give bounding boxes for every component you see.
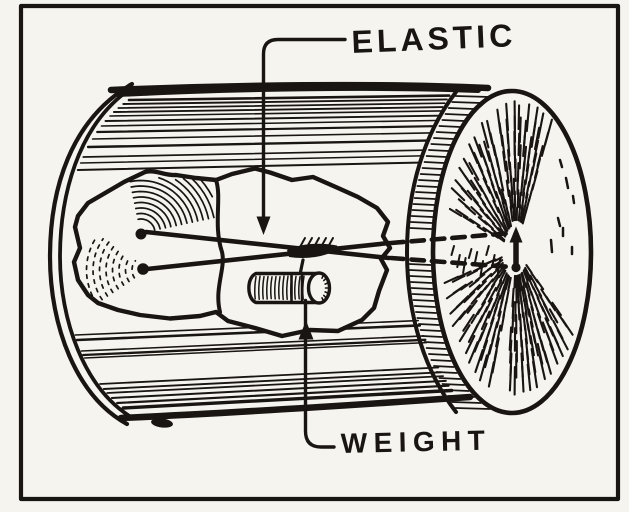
rim-seam-lip-bottom: [151, 418, 173, 428]
can-left-rim-inner: [58, 90, 133, 419]
lid-pin-top-knob: [509, 226, 523, 243]
weight-texture: [254, 273, 331, 303]
can-body-outline: [47, 81, 492, 427]
weight-leader-line: [303, 298, 336, 449]
weight-cord: [298, 258, 305, 274]
elastic-label: ELASTIC: [351, 17, 517, 60]
can-bottom-edge: [117, 393, 474, 422]
lid-rim-band-edge: [405, 90, 458, 414]
elastic-leader-line: [261, 37, 347, 225]
lid-speck-shading: [549, 158, 576, 256]
elastic-leader-arrowhead-icon: [256, 216, 271, 235]
cutaway-interior-shading: [85, 176, 215, 305]
elastic-bands: [143, 229, 515, 272]
weight-label: WEIGHT: [340, 425, 491, 459]
can-left-rim-outer: [47, 81, 135, 427]
lid-radial-shading: [443, 100, 574, 396]
can-top-edge-shade: [115, 84, 481, 97]
figure-border-frame: [18, 3, 621, 502]
elastic-knot-texture: [299, 237, 334, 248]
can-body-bottom-shading: [99, 366, 454, 410]
elastic-anchor-dot-lower: [137, 263, 149, 275]
weight-leader-arrowhead-icon: [298, 320, 314, 340]
can-body-top-shading: [76, 94, 451, 171]
rim-seam-lip-top: [138, 86, 158, 96]
elastic-band-upper: [143, 229, 392, 261]
elastic-band-lower: [144, 240, 392, 272]
can-end-lid: [430, 88, 594, 416]
elastic-hidden-dashed-lower: [388, 255, 514, 270]
cutaway-torn-divider: [214, 178, 225, 314]
lid-pin-bottom-knob: [511, 262, 521, 273]
elastic-anchor-dot-upper: [135, 228, 147, 240]
lid-rim-band-shading: [408, 95, 491, 410]
elastic-hidden-dashed-upper: [388, 230, 515, 246]
